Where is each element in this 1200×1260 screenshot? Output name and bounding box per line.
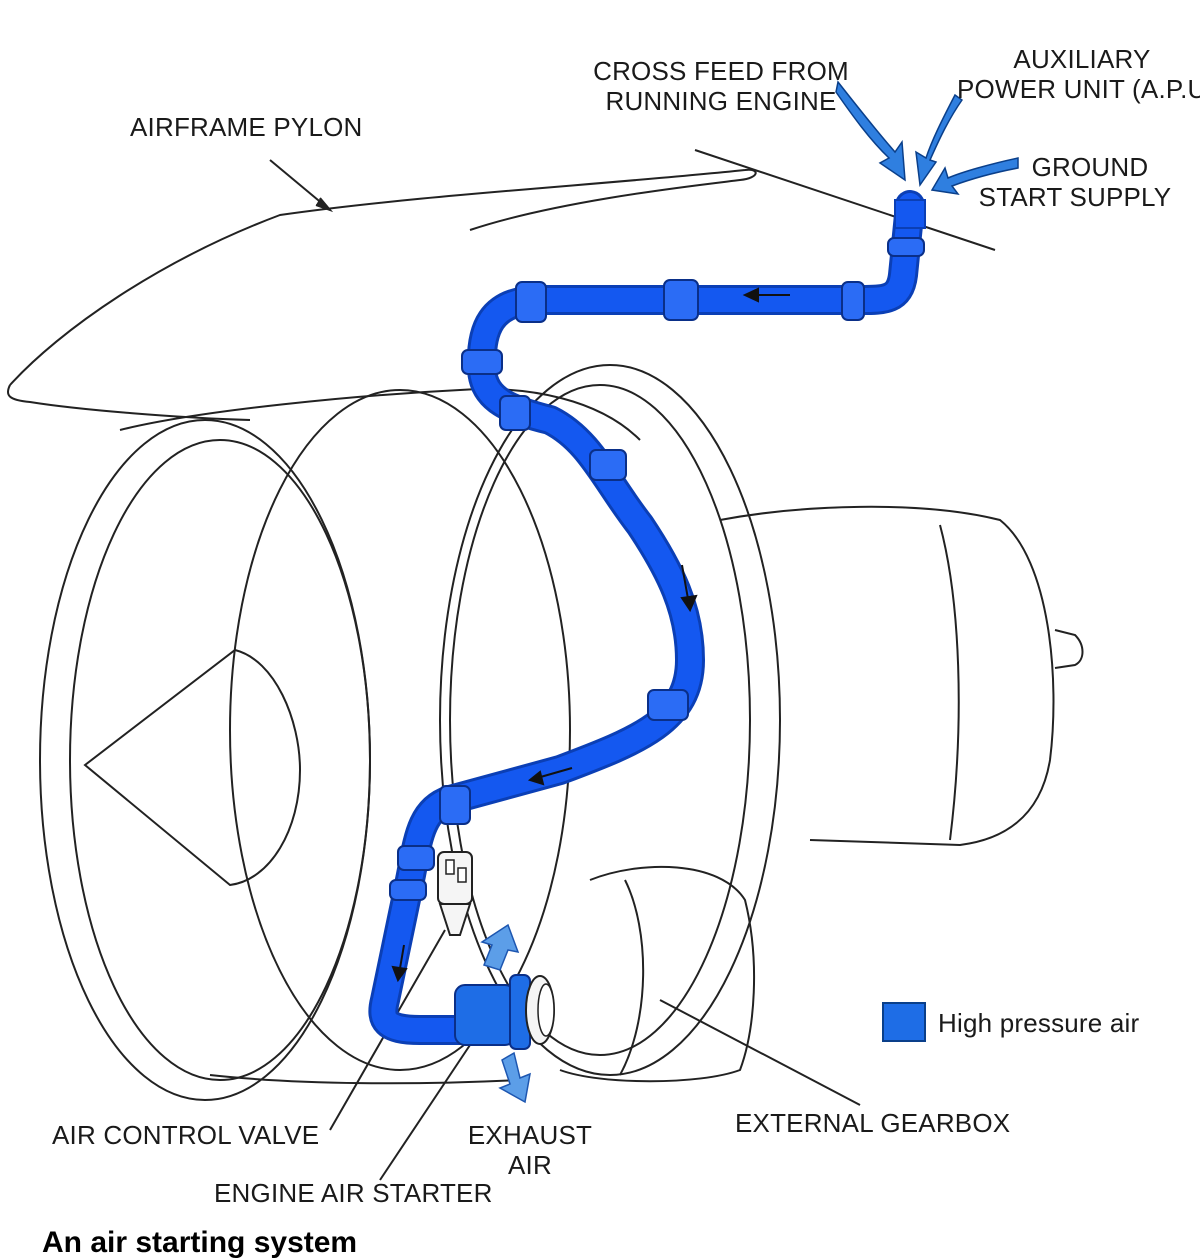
- arrow-apu: [915, 93, 964, 188]
- label-ground-start: GROUND START SUPPLY: [970, 152, 1180, 212]
- flow-arrow: [680, 564, 698, 613]
- label-cross-feed-line2: RUNNING ENGINE: [605, 86, 837, 116]
- pylon-ref-line: [694, 149, 996, 251]
- arrow-ground: [930, 157, 1019, 196]
- label-exhaust-line2: AIR: [508, 1150, 552, 1180]
- fan-case-body: [119, 388, 641, 441]
- flow-arrow: [527, 767, 573, 786]
- figure-caption: An air starting system: [42, 1226, 358, 1259]
- label-airframe-pylon: AIRFRAME PYLON: [130, 112, 363, 142]
- pipe-body: [371, 193, 922, 1042]
- engine-core: [719, 505, 1055, 847]
- pipe-coupling: [515, 281, 547, 323]
- pipe-coupling: [461, 349, 503, 375]
- pipe-coupling: [887, 237, 925, 257]
- legend-label: High pressure air: [938, 1008, 1140, 1038]
- flow-arrow: [742, 287, 790, 303]
- label-engine-air-starter: ENGINE AIR STARTER: [214, 1178, 493, 1208]
- engine-air-starter: [454, 974, 555, 1050]
- exhaust-arrow-up: [480, 923, 520, 971]
- air-control-valve: [437, 851, 473, 936]
- label-exhaust-line1: EXHAUST: [467, 1120, 593, 1150]
- label-ground-line2: START SUPPLY: [978, 182, 1172, 212]
- spinner-cone: [83, 648, 302, 887]
- label-external-gearbox: EXTERNAL GEARBOX: [735, 1108, 1011, 1138]
- leader-gearbox: [659, 999, 861, 1106]
- pipe-coupling: [439, 785, 471, 825]
- pipe-coupling: [397, 845, 435, 871]
- label-cross-feed: CROSS FEED FROM RUNNING ENGINE: [582, 56, 860, 116]
- gearbox-outline: [559, 865, 756, 1083]
- label-apu: AUXILIARY POWER UNIT (A.P.U: [957, 44, 1200, 104]
- pylon-lower-edge: [6, 384, 251, 421]
- pipe-coupling: [389, 879, 427, 901]
- legend-swatch: [882, 1002, 926, 1042]
- flow-arrow: [391, 944, 408, 983]
- leader-starter: [379, 1044, 471, 1181]
- label-apu-line1: AUXILIARY: [1013, 44, 1151, 74]
- label-cross-feed-line1: CROSS FEED FROM: [593, 56, 849, 86]
- supply-inlet: [894, 199, 926, 229]
- label-exhaust-air: EXHAUST AIR: [450, 1120, 610, 1180]
- label-ground-line1: GROUND: [1031, 152, 1149, 182]
- label-apu-line2: POWER UNIT (A.P.U: [957, 74, 1200, 104]
- pipe-coupling: [589, 449, 627, 481]
- arrow-cross-feed: [835, 80, 906, 182]
- pipe-coupling: [841, 281, 865, 321]
- pipe-coupling: [647, 689, 689, 721]
- high-pressure-pipe: [368, 190, 926, 1045]
- fan-case-rear: [439, 364, 781, 1076]
- label-air-control-valve: AIR CONTROL VALVE: [52, 1120, 320, 1150]
- pylon-outline: [9, 168, 757, 386]
- pipe-coupling: [499, 395, 531, 431]
- pipe-coupling: [663, 279, 699, 321]
- exhaust-arrow-down: [498, 1051, 531, 1104]
